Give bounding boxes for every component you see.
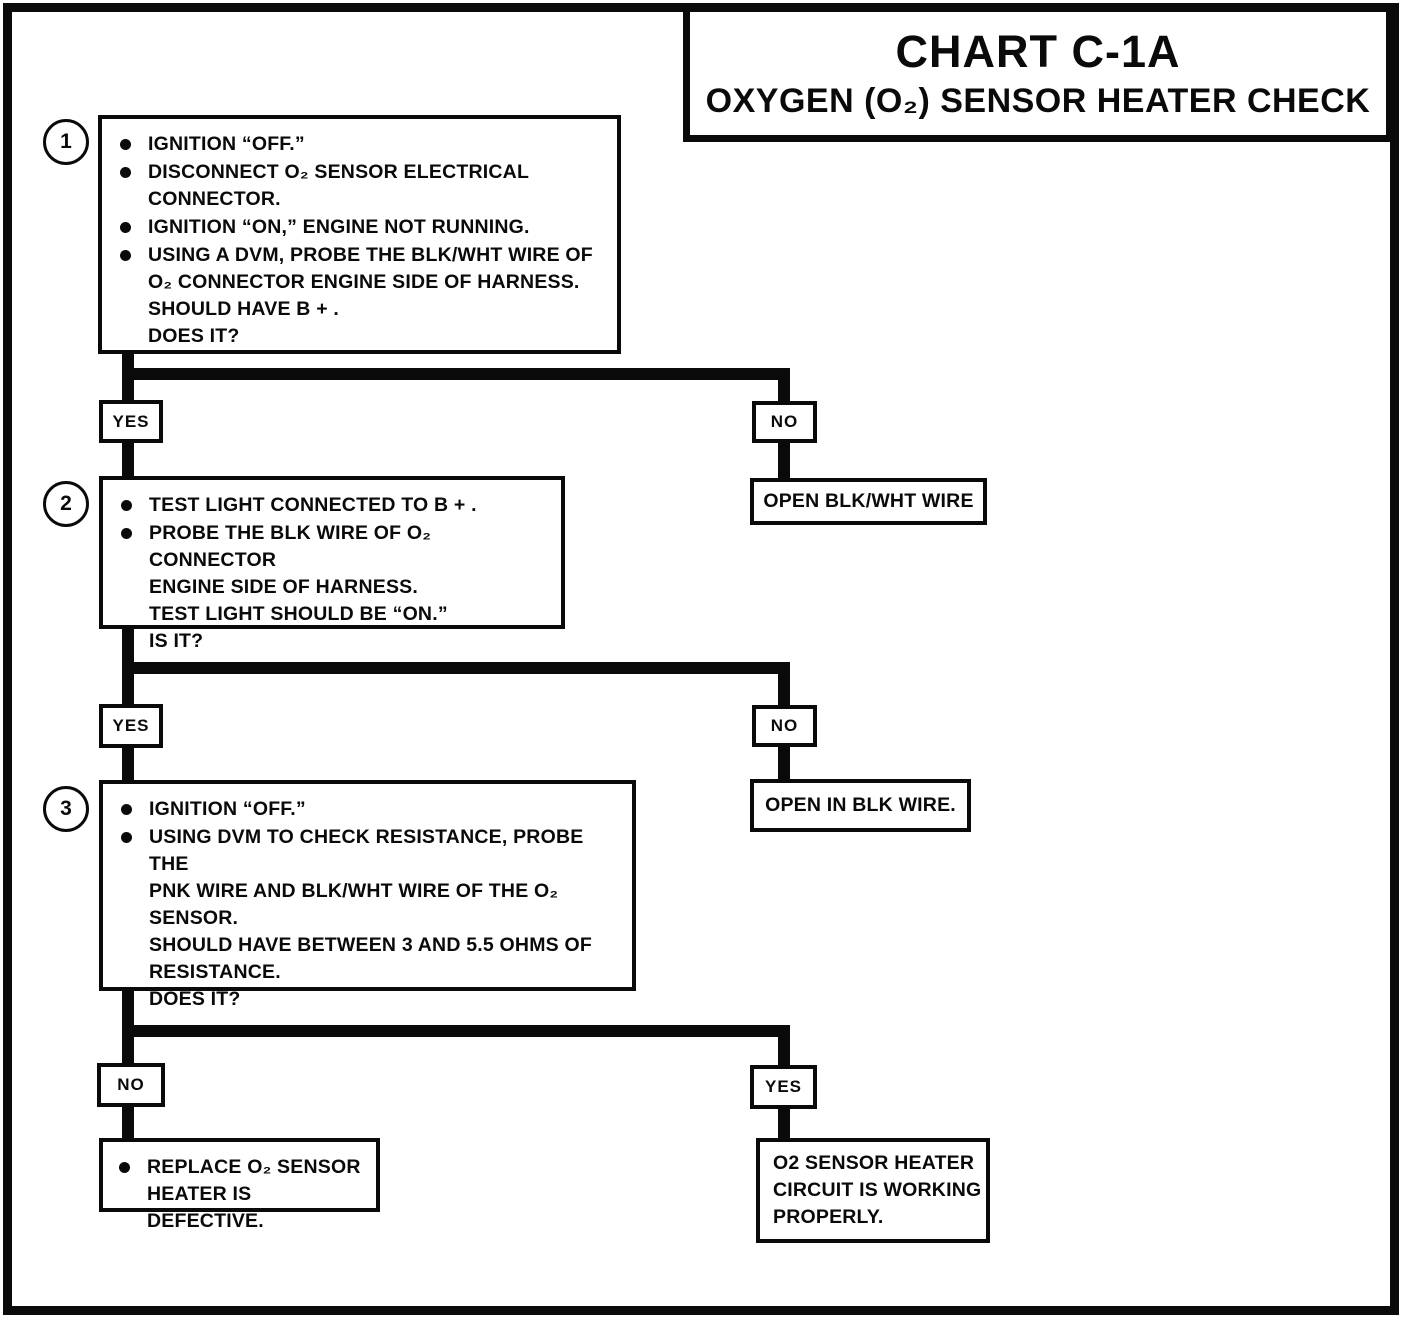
connector-line bbox=[122, 352, 134, 372]
branch1-yes-label: YES bbox=[99, 400, 163, 443]
chart-title-box: CHART C-1A OXYGEN (O₂) SENSOR HEATER CHE… bbox=[683, 5, 1393, 142]
bullet-icon bbox=[120, 167, 131, 178]
branch3-yes-result-text: O2 SENSOR HEATER CIRCUIT IS WORKING PROP… bbox=[773, 1152, 982, 1228]
step1-bullet-1: IGNITION “OFF.” bbox=[148, 133, 305, 155]
step1-bullet-4: USING A DVM, PROBE THE BLK/WHT WIRE OF O… bbox=[148, 244, 593, 347]
bullet-icon bbox=[121, 832, 132, 843]
no-text: NO bbox=[770, 412, 799, 431]
branch1-no-result-text: OPEN BLK/WHT WIRE bbox=[763, 490, 974, 512]
step3-bullet-row: USING DVM TO CHECK RESISTANCE, PROBE THE… bbox=[121, 824, 624, 1013]
step-box-3: IGNITION “OFF.” USING DVM TO CHECK RESIS… bbox=[99, 780, 636, 1010]
chart-subtitle: OXYGEN (O₂) SENSOR HEATER CHECK bbox=[705, 82, 1371, 120]
bullet-icon bbox=[121, 804, 132, 815]
step1-bullet-row: DISCONNECT O₂ SENSOR ELECTRICAL CONNECTO… bbox=[120, 159, 609, 213]
connector-line bbox=[122, 748, 134, 780]
bullet-icon bbox=[120, 139, 131, 150]
branch2-no-result-box: OPEN IN BLK WIRE. bbox=[750, 779, 971, 832]
step-number-3: 3 bbox=[60, 797, 72, 820]
step3-bullet-1: IGNITION “OFF.” bbox=[149, 798, 306, 820]
step2-bullet-1: TEST LIGHT CONNECTED TO B + . bbox=[149, 494, 477, 516]
step1-bullet-row: USING A DVM, PROBE THE BLK/WHT WIRE OF O… bbox=[120, 242, 609, 350]
connector-line bbox=[122, 368, 790, 380]
branch3-no-result-box: REPLACE O₂ SENSOR HEATER IS DEFECTIVE. bbox=[99, 1138, 380, 1232]
branch3-no-result-text: REPLACE O₂ SENSOR HEATER IS DEFECTIVE. bbox=[147, 1156, 361, 1232]
yes-text: YES bbox=[112, 716, 150, 735]
step3-bullet-row: IGNITION “OFF.” bbox=[121, 796, 624, 823]
connector-line bbox=[778, 380, 790, 404]
bullet-icon bbox=[121, 528, 132, 539]
connector-line bbox=[122, 1025, 790, 1037]
connector-line bbox=[778, 1037, 790, 1065]
bullet-icon bbox=[119, 1162, 130, 1173]
yes-text: YES bbox=[112, 411, 150, 431]
step2-bullet-row: PROBE THE BLK WIRE OF O₂ CONNECTOR ENGIN… bbox=[121, 520, 553, 655]
step1-bullet-2: DISCONNECT O₂ SENSOR ELECTRICAL CONNECTO… bbox=[148, 161, 530, 210]
branch2-yes-label: YES bbox=[99, 704, 163, 748]
branch3-no-label: NO bbox=[97, 1063, 165, 1107]
connector-line bbox=[778, 443, 790, 479]
branch2-no-result-text: OPEN IN BLK WIRE. bbox=[765, 794, 956, 816]
branch3-yes-label: YES bbox=[750, 1065, 817, 1109]
step1-bullet-row: IGNITION “ON,” ENGINE NOT RUNNING. bbox=[120, 214, 609, 241]
step-box-1: IGNITION “OFF.” DISCONNECT O₂ SENSOR ELE… bbox=[98, 115, 621, 354]
connector-line bbox=[778, 674, 790, 705]
no-text: NO bbox=[117, 1075, 145, 1094]
connector-line bbox=[122, 991, 134, 1025]
step-number-badge-2: 2 bbox=[43, 481, 89, 527]
step3-bullet-2: USING DVM TO CHECK RESISTANCE, PROBE THE… bbox=[149, 826, 592, 1010]
branch1-no-label: NO bbox=[752, 401, 817, 443]
step-number-2: 2 bbox=[60, 492, 72, 515]
connector-line bbox=[122, 1107, 134, 1138]
step-box-2: TEST LIGHT CONNECTED TO B + . PROBE THE … bbox=[99, 476, 565, 652]
connector-line bbox=[122, 1037, 134, 1063]
result-bullet-row: REPLACE O₂ SENSOR HEATER IS DEFECTIVE. bbox=[119, 1154, 368, 1235]
bullet-icon bbox=[120, 250, 131, 261]
chart-title: CHART C-1A bbox=[895, 26, 1181, 77]
step1-bullet-3: IGNITION “ON,” ENGINE NOT RUNNING. bbox=[148, 216, 530, 238]
yes-text: YES bbox=[764, 1077, 803, 1096]
no-text: NO bbox=[770, 716, 799, 735]
connector-line bbox=[122, 380, 134, 402]
connector-line bbox=[122, 674, 134, 704]
connector-line bbox=[122, 629, 134, 664]
step-number-1: 1 bbox=[60, 130, 72, 153]
connector-line bbox=[778, 747, 790, 779]
branch1-no-result-box: OPEN BLK/WHT WIRE bbox=[750, 478, 987, 525]
connector-line bbox=[122, 443, 134, 478]
connector-line bbox=[778, 1109, 790, 1138]
branch2-no-label: NO bbox=[752, 705, 817, 747]
step2-bullet-2: PROBE THE BLK WIRE OF O₂ CONNECTOR ENGIN… bbox=[149, 522, 448, 652]
step2-bullet-row: TEST LIGHT CONNECTED TO B + . bbox=[121, 492, 553, 519]
branch3-yes-result-box: O2 SENSOR HEATER CIRCUIT IS WORKING PROP… bbox=[756, 1138, 990, 1243]
step-number-badge-3: 3 bbox=[43, 786, 89, 832]
bullet-icon bbox=[120, 222, 131, 233]
step-number-badge-1: 1 bbox=[43, 119, 89, 165]
bullet-icon bbox=[121, 500, 132, 511]
connector-line bbox=[122, 662, 790, 674]
step1-bullet-row: IGNITION “OFF.” bbox=[120, 131, 609, 158]
